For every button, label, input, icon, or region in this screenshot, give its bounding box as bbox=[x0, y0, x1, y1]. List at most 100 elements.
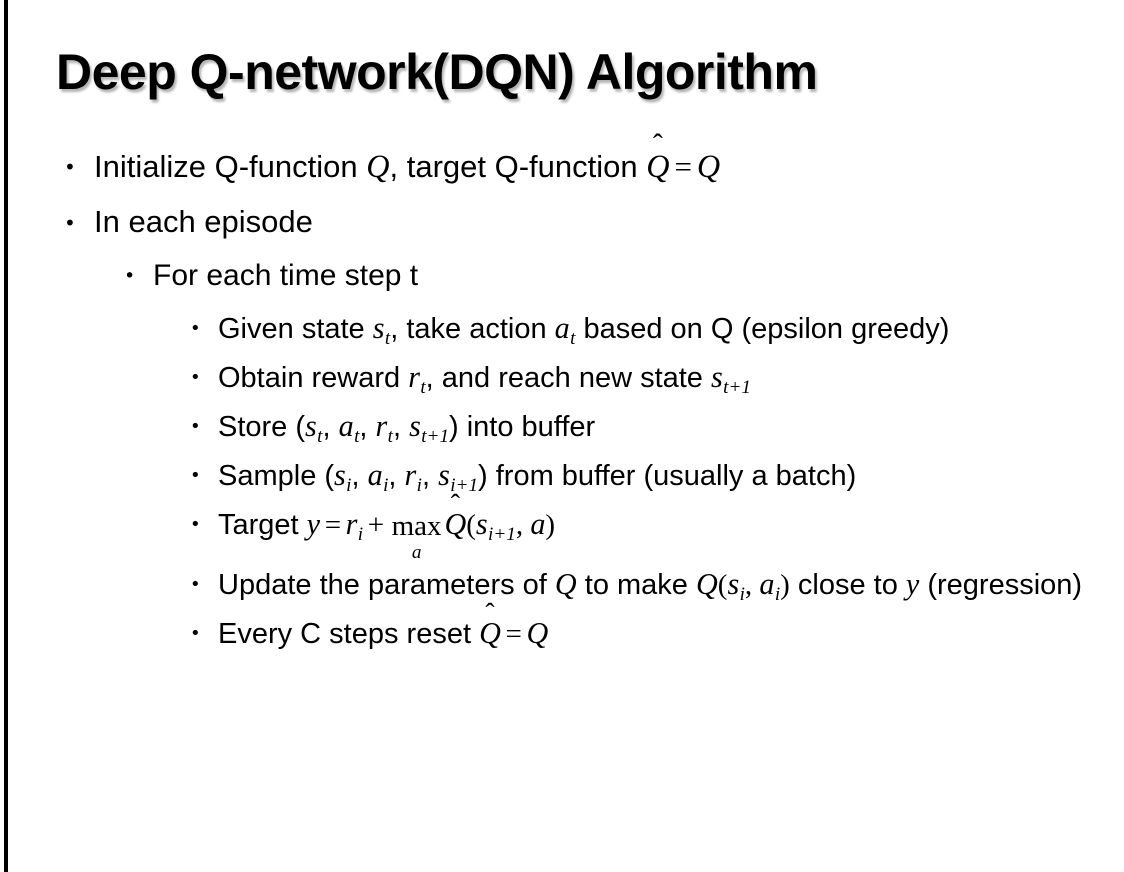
math-subscript-i: i bbox=[416, 474, 422, 496]
math-var-s: s bbox=[372, 311, 385, 346]
bullet-in-each-episode-text: In each episode bbox=[94, 203, 313, 239]
math-operator-equals: = bbox=[674, 149, 692, 184]
math-operator-plus: + bbox=[367, 509, 385, 542]
bullet-given-state: • Given state st, take action at based o… bbox=[0, 309, 1124, 351]
math-operator-equals: = bbox=[505, 618, 522, 651]
text-run: , target Q-function bbox=[389, 149, 647, 184]
bullet-dot-icon: • bbox=[190, 514, 201, 536]
text-run: Q bbox=[479, 616, 501, 651]
math-var-a: a bbox=[338, 409, 354, 444]
text-run: , and reach new state bbox=[425, 362, 711, 395]
math-var-s: s bbox=[475, 507, 488, 542]
bullet-initialize-text: Initialize Q-function Q, target Q-functi… bbox=[94, 146, 1124, 188]
text-run: Every C steps reset bbox=[218, 618, 480, 651]
bullet-dot-icon: • bbox=[64, 155, 76, 179]
math-var-q: Q bbox=[696, 148, 721, 184]
left-edge-bar bbox=[4, 0, 8, 872]
math-var-r: r bbox=[404, 458, 417, 493]
math-var-a: a bbox=[759, 567, 775, 602]
math-comma: , bbox=[744, 569, 760, 602]
bullet-obtain-reward-text: Obtain reward rt, and reach new state st… bbox=[218, 358, 1102, 400]
math-var-y: y bbox=[306, 507, 321, 542]
bullet-target-y: • Target y=ri+maxâQ(si+1, a) bbox=[0, 505, 1124, 562]
bullet-dot-icon: • bbox=[124, 265, 136, 288]
text-run: Q bbox=[444, 507, 467, 542]
math-subscript-t-plus-1: t+1 bbox=[421, 425, 450, 447]
math-var-s: s bbox=[305, 409, 317, 444]
bullet-dot-icon: • bbox=[190, 416, 201, 438]
math-operator-equals: = bbox=[324, 509, 342, 542]
text-run: , bbox=[421, 460, 439, 493]
bullet-dot-icon: • bbox=[190, 367, 201, 389]
bullet-dot-icon: • bbox=[190, 574, 201, 596]
text-run: Target bbox=[218, 509, 307, 542]
math-var-q: Q bbox=[554, 567, 577, 602]
text-run: Update the parameters of bbox=[218, 569, 555, 602]
math-var-r: r bbox=[408, 360, 420, 395]
text-run: Given state bbox=[218, 313, 373, 346]
math-subscript-i: i bbox=[346, 474, 352, 496]
text-run: , bbox=[388, 460, 405, 493]
text-run: , bbox=[322, 411, 339, 444]
math-var-y: y bbox=[905, 567, 920, 602]
math-var-q: Q bbox=[526, 616, 549, 651]
bullet-dot-icon: • bbox=[64, 210, 76, 235]
math-subscript-t: t bbox=[384, 327, 391, 349]
text-run: ) from buffer (usually a batch) bbox=[478, 460, 857, 493]
bullet-sample-batch: • Sample (si, ai, ri, si+1) from buffer … bbox=[0, 456, 1124, 498]
math-subscript-i-plus-1: i+1 bbox=[488, 523, 516, 545]
math-subscript-t: t bbox=[387, 425, 393, 447]
math-var-a: a bbox=[554, 311, 570, 346]
math-var-s: s bbox=[438, 458, 450, 493]
math-var-s: s bbox=[409, 409, 421, 444]
bullet-store-transition-text: Store (st, at, rt, st+1) into buffer bbox=[218, 407, 1102, 449]
math-var-r: r bbox=[345, 507, 358, 542]
bullet-in-each-episode: • In each episode bbox=[0, 202, 1124, 242]
math-var-q-hat: ̂Q bbox=[646, 146, 669, 188]
math-paren-close: ) bbox=[545, 509, 556, 542]
text-run: Sample ( bbox=[218, 460, 335, 493]
text-run: to make bbox=[576, 569, 696, 602]
math-subscript-t: t bbox=[317, 425, 323, 447]
text-run: ) into buffer bbox=[449, 411, 596, 444]
bullet-update-parameters-text: Update the parameters of Q to make Q(si,… bbox=[218, 565, 1102, 607]
math-operator-max-name: max bbox=[391, 509, 442, 542]
text-run: Store ( bbox=[218, 411, 306, 444]
bullet-obtain-reward: • Obtain reward rt, and reach new state … bbox=[0, 358, 1124, 400]
math-var-a: a bbox=[367, 458, 383, 493]
math-subscript-i: i bbox=[383, 474, 389, 496]
bullet-update-parameters: • Update the parameters of Q to make Q(s… bbox=[0, 565, 1124, 607]
math-subscript-i: i bbox=[739, 583, 745, 605]
math-var-q: Q bbox=[695, 567, 718, 602]
math-paren-close: ) bbox=[780, 569, 790, 602]
text-run: based on Q (epsilon greedy) bbox=[575, 313, 950, 346]
text-run: , bbox=[351, 460, 368, 493]
math-var-s: s bbox=[711, 360, 723, 395]
math-subscript-i: i bbox=[357, 523, 364, 545]
math-subscript-t: t bbox=[420, 376, 426, 398]
math-subscript-t: t bbox=[570, 327, 576, 349]
text-run: , bbox=[359, 411, 376, 444]
math-var-a: a bbox=[530, 507, 546, 542]
math-var-q: Q bbox=[366, 148, 390, 184]
math-comma: , bbox=[515, 509, 531, 542]
text-run: , take action bbox=[390, 313, 555, 346]
math-var-s: s bbox=[727, 567, 740, 602]
bullet-initialize: • Initialize Q-function Q, target Q-func… bbox=[0, 146, 1124, 188]
bullet-reset-target: • Every C steps reset ̂Q=Q bbox=[0, 614, 1124, 654]
text-run: Obtain reward bbox=[218, 362, 409, 395]
bullet-reset-target-text: Every C steps reset ̂Q=Q bbox=[218, 614, 1102, 654]
math-subscript-i-plus-1: i+1 bbox=[450, 474, 479, 496]
text-run: Q bbox=[646, 148, 670, 184]
text-run: close to bbox=[789, 569, 906, 602]
math-var-q-hat: ̂Q bbox=[444, 505, 466, 545]
math-var-r: r bbox=[375, 409, 388, 444]
math-paren-open: ( bbox=[717, 569, 728, 602]
bullet-dot-icon: • bbox=[190, 623, 201, 645]
bullet-dot-icon: • bbox=[190, 318, 201, 340]
math-paren-open: ( bbox=[466, 509, 476, 542]
bullet-dot-icon: • bbox=[190, 465, 201, 487]
text-run: (regression) bbox=[919, 569, 1083, 602]
math-var-s: s bbox=[334, 458, 346, 493]
